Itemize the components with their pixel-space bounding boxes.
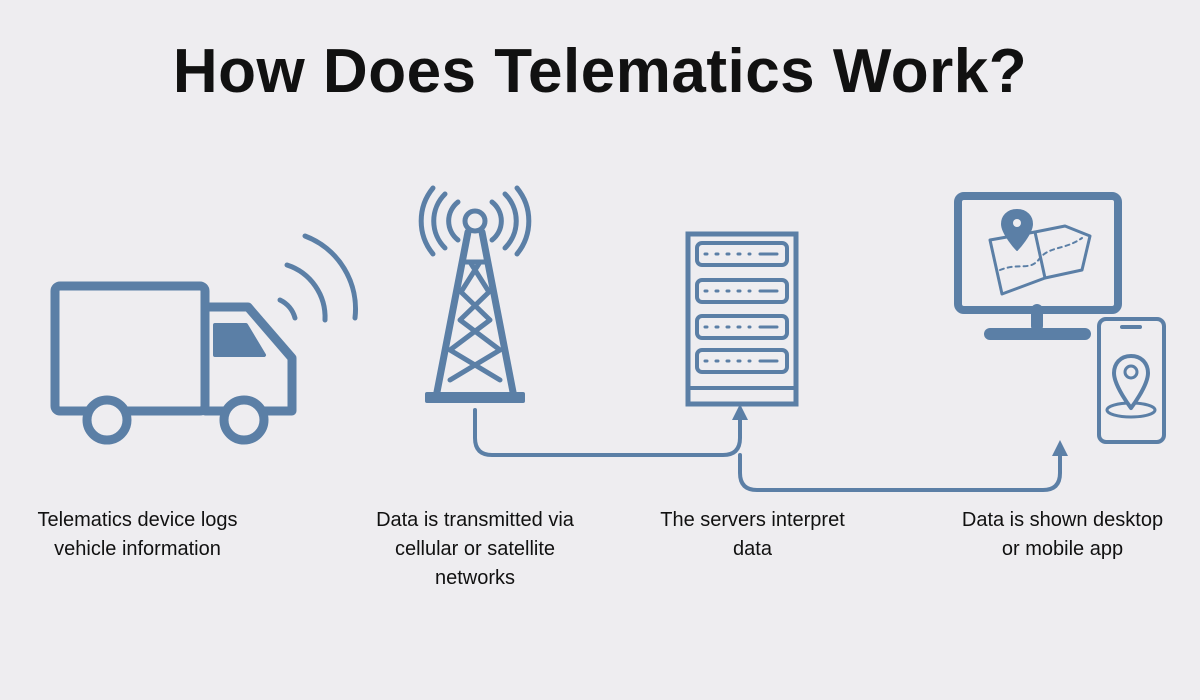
cell-tower-icon <box>418 185 532 403</box>
connector-tower-to-server <box>473 404 748 457</box>
signal-waves-icon <box>277 233 358 323</box>
mobile-phone-icon <box>1097 317 1166 444</box>
step-2-caption: Data is transmitted via cellular or sate… <box>376 509 574 589</box>
step-1-caption: Telematics device logs vehicle informati… <box>37 509 238 560</box>
connector-server-to-devices <box>738 440 1068 492</box>
server-rack-icon <box>685 231 799 407</box>
truck-icon <box>50 281 297 445</box>
desktop-monitor-icon <box>954 192 1122 340</box>
step-3-caption: The servers interpret data <box>660 509 845 560</box>
step-4-caption: Data is shown desktop or mobile app <box>961 509 1164 560</box>
page-title: How Does Telematics Work? <box>172 37 1028 106</box>
